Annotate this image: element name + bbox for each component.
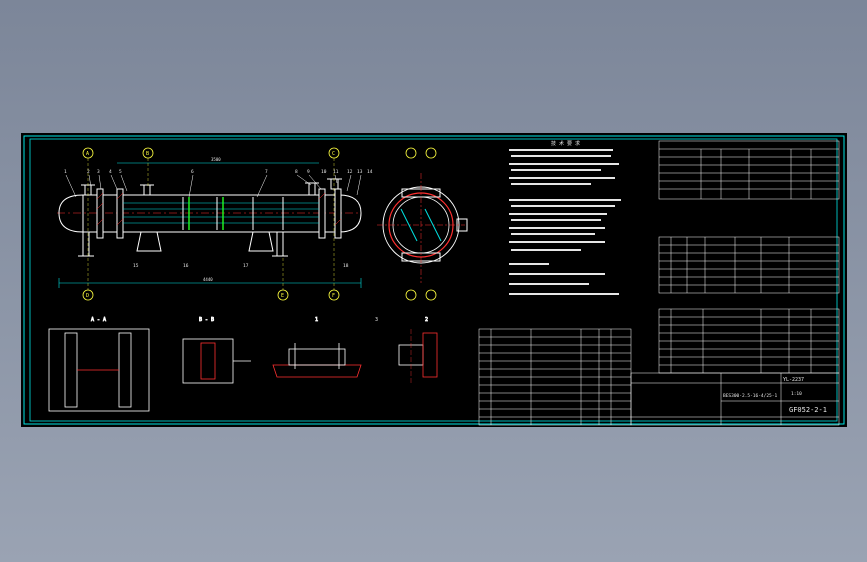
part-number-14: 14 <box>367 169 373 175</box>
part-number-1: 1 <box>64 169 67 175</box>
technical-notes: 技 术 要 求 <box>509 140 621 295</box>
part-number-11: 11 <box>333 169 339 175</box>
view-label-bb: B - B <box>199 317 214 323</box>
balloon-b: B <box>146 151 149 157</box>
inner-border <box>29 138 838 422</box>
outer-border <box>23 135 845 425</box>
view-label-detail-1: 1 <box>315 317 318 323</box>
end-view <box>377 173 468 283</box>
part-number-3: 3 <box>97 169 100 175</box>
part-number-8: 8 <box>295 169 298 175</box>
heat-exchanger-drawing: 技 术 要 求 A - A B - B <box>23 135 845 426</box>
detail-view-aa: A - A <box>48 317 150 412</box>
part-number-16: 16 <box>183 263 189 269</box>
detail-view-3-label: 3 <box>375 317 378 323</box>
cad-drawing-canvas[interactable]: 技 术 要 求 A - A B - B <box>21 133 847 427</box>
parts-list <box>478 328 632 426</box>
part-number-7: 7 <box>265 169 268 175</box>
part-number-17: 17 <box>243 263 249 269</box>
unit-code: YL-2237 <box>783 377 804 383</box>
parts-list-right <box>658 308 840 374</box>
part-number-18: 18 <box>343 263 349 269</box>
view-label-detail-2: 2 <box>425 317 428 323</box>
part-number-2: 2 <box>87 169 90 175</box>
tube-length-dimension: 3500 <box>211 157 221 162</box>
part-number-10: 10 <box>321 169 327 175</box>
view-label-aa: A - A <box>91 317 106 323</box>
title-block <box>630 372 840 426</box>
part-number-12: 12 <box>347 169 353 175</box>
design-data-table <box>658 140 840 200</box>
balloon-d: D <box>86 293 89 299</box>
balloon-leaders <box>87 158 335 290</box>
balloon-a: A <box>86 151 89 157</box>
product-designation: BES300-2.5-16-4/25-1 <box>723 393 777 399</box>
part-number-4: 4 <box>109 169 112 175</box>
part-number-9: 9 <box>307 169 310 175</box>
main-elevation-view <box>57 162 362 288</box>
detail-view-2: 2 <box>398 317 438 383</box>
drawing-number: GF052-2-1 <box>789 406 827 414</box>
overall-length-dimension: 4440 <box>203 277 213 282</box>
part-number-5: 5 <box>119 169 122 175</box>
detail-view-1: 1 <box>272 317 362 378</box>
nozzle-table <box>658 236 840 294</box>
notes-title: 技 术 要 求 <box>551 140 580 147</box>
balloon-e: E <box>281 293 284 299</box>
part-number-6: 6 <box>191 169 194 175</box>
balloon-c: C <box>332 151 335 157</box>
part-number-15: 15 <box>133 263 139 269</box>
part-number-13: 13 <box>357 169 363 175</box>
detail-view-bb: B - B <box>182 317 251 384</box>
balloon-f: F <box>332 293 335 299</box>
scale-text: 1:10 <box>791 391 802 397</box>
